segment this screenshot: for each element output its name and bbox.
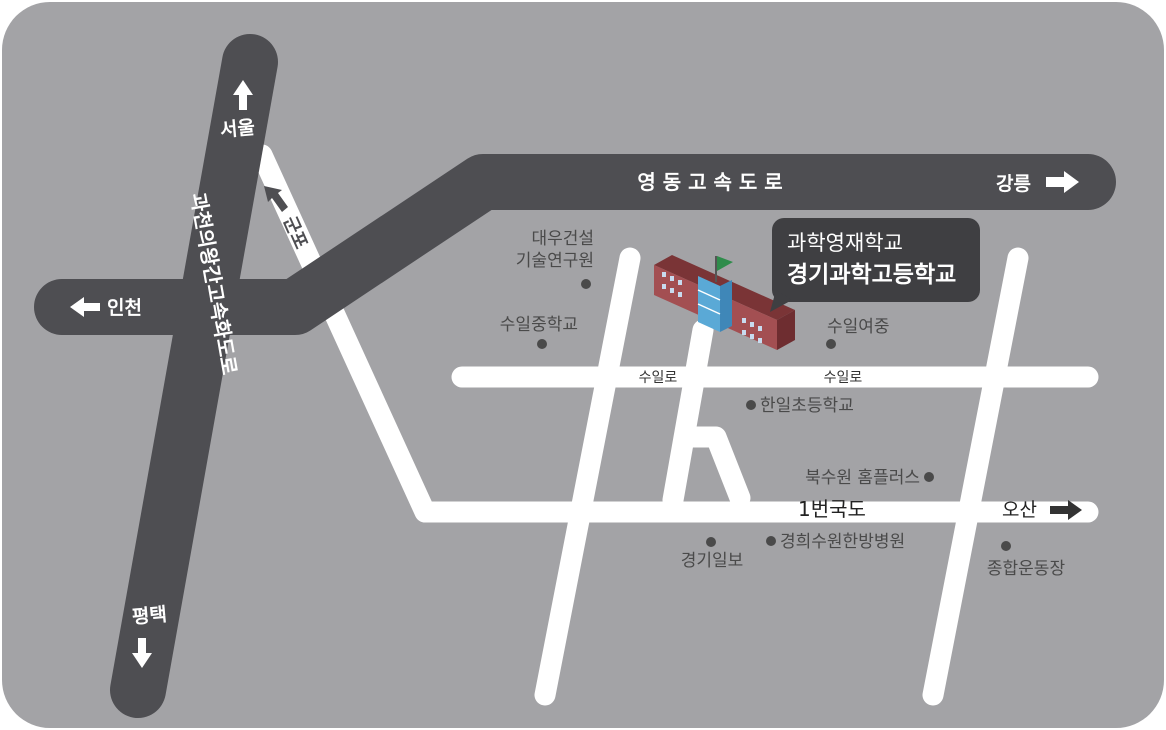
gyeonggi-ilbo-label: 경기일보: [681, 551, 744, 571]
direction-incheon-label: 인천: [107, 297, 142, 319]
left-arrow-icon: [70, 297, 100, 317]
suil-girls-middle-label: 수일여중: [827, 317, 890, 337]
right-arrow-icon: [1046, 171, 1079, 193]
kyunghee-hospital-label: 경희수원한방병원: [780, 532, 905, 552]
up-left-arrow-icon: [264, 186, 288, 212]
route1-label: 1번국도: [798, 497, 866, 521]
direction-pyeongtaek-label: 평택: [131, 604, 168, 629]
down-arrow-icon: [132, 638, 152, 668]
callout-line2: 경기과학고등학교: [787, 262, 956, 288]
dot-icon: [746, 400, 756, 410]
yeongdong-expressway-label: 영 동 고 속 도 로: [637, 170, 782, 194]
school-building-icon[interactable]: [654, 255, 795, 350]
daewoo-label-line1: 대우건설: [531, 229, 594, 249]
gwacheon-expressway[interactable]: [110, 34, 278, 718]
suil-ro-label-right: 수일로: [824, 370, 863, 386]
buksuwon-homeplus-label: 북수원 홈플러스: [805, 468, 920, 488]
dot-icon: [766, 536, 776, 546]
flag-icon: [717, 256, 733, 271]
dot-icon: [826, 339, 836, 349]
local-road-east[interactable]: [922, 247, 1029, 706]
dot-icon: [924, 472, 934, 482]
local-road-center[interactable]: [662, 319, 714, 511]
right-arrow-icon: [1050, 500, 1082, 520]
expressways: [34, 34, 1116, 718]
school-callout[interactable]: 과학영재학교 경기과학고등학교: [770, 218, 980, 312]
dot-icon: [1001, 541, 1011, 551]
dot-icon: [706, 537, 716, 547]
suil-middle-label: 수일중학교: [500, 315, 578, 335]
up-arrow-icon: [233, 80, 253, 110]
sports-complex-label: 종합운동장: [987, 559, 1066, 579]
local-road-west[interactable]: [534, 247, 641, 706]
daewoo-label-line2: 기술연구원: [516, 251, 594, 271]
callout-line1: 과학영재학교: [787, 231, 903, 255]
direction-seoul-label: 서울: [219, 117, 256, 142]
local-road-loop[interactable]: [675, 426, 751, 509]
hanil-elementary-label: 한일초등학교: [760, 396, 854, 416]
dot-icon: [581, 279, 591, 289]
dot-icon: [537, 339, 547, 349]
direction-osan-label: 오산: [1002, 499, 1037, 521]
direction-gangneung-label: 강릉: [996, 173, 1031, 195]
suil-ro-label-left: 수일로: [639, 370, 678, 386]
